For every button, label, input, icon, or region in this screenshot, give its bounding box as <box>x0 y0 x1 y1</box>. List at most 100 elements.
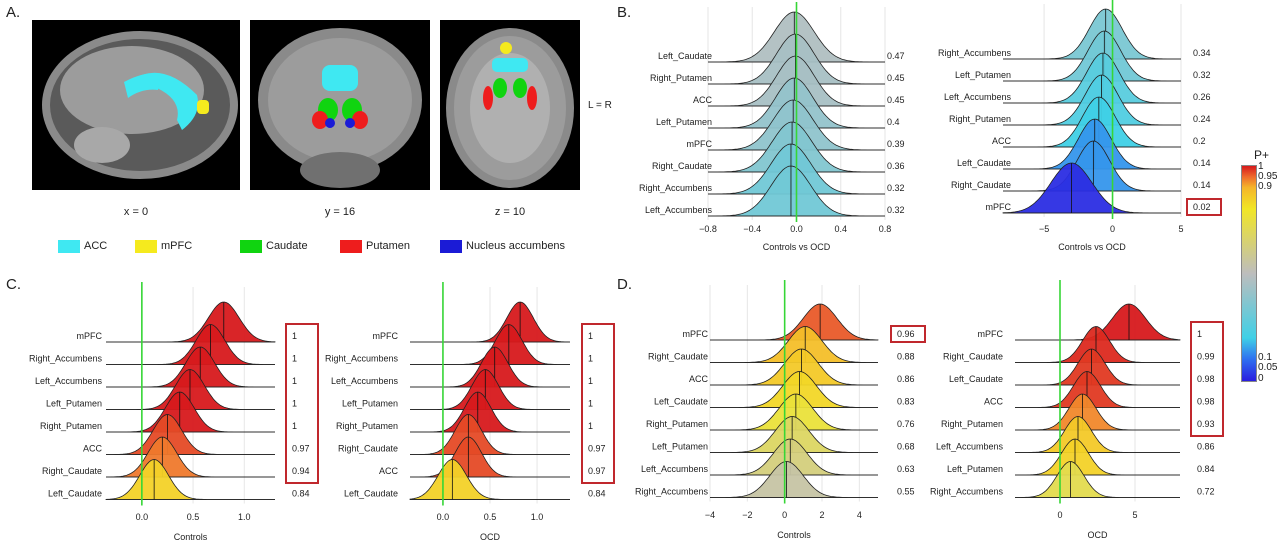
x-tick-label: 0 <box>1057 510 1062 520</box>
legend-label-putamen: Putamen <box>366 240 411 252</box>
p-value-label: 0.86 <box>1197 442 1215 452</box>
p-value-label: 0.39 <box>887 139 905 149</box>
x-tick-label: 1.0 <box>238 512 251 522</box>
p-value-label: 1 <box>292 354 297 364</box>
row-label: ACC <box>984 397 1004 407</box>
p-value-label: 0.84 <box>292 489 310 499</box>
brain-slice-axial <box>440 20 580 190</box>
p-value-group-box <box>581 323 615 484</box>
x-tick-label: 1.0 <box>531 512 544 522</box>
colorbar-tick-bot-2: 0 <box>1258 373 1264 384</box>
row-label: Left_Accumbens <box>645 205 713 215</box>
legend-swatch-mpfc <box>135 240 157 253</box>
brain-slice-sagittal <box>32 20 240 190</box>
p-value-label: 0.32 <box>1193 70 1211 80</box>
panel-label-b: B. <box>617 4 632 21</box>
row-label: Left_Caudate <box>957 158 1011 168</box>
p-value-label: 0.14 <box>1193 158 1211 168</box>
row-label: Right_Caudate <box>42 466 102 476</box>
row-label: Right_Putamen <box>40 421 102 431</box>
row-label: Left_Caudate <box>654 397 708 407</box>
colorbar-title: P+ <box>1254 148 1270 162</box>
row-label: Right_Putamen <box>336 421 398 431</box>
row-label: Left_Accumbens <box>944 92 1012 102</box>
x-tick-label: 0.5 <box>187 512 200 522</box>
x-tick-label: 0.4 <box>834 224 847 234</box>
x-axis-label: Controls <box>777 530 811 540</box>
p-value-label: 0.26 <box>1193 92 1211 102</box>
p-value-label: 1 <box>292 399 297 409</box>
p-value-label: 0.4 <box>887 117 900 127</box>
legend-swatch-acc <box>58 240 80 253</box>
p-value-label: 0.72 <box>1197 487 1215 497</box>
colorbar-tick-top-1: 0.95 <box>1258 171 1278 182</box>
density-ridge <box>410 369 570 410</box>
slice-label-y: y = 16 <box>324 206 356 218</box>
density-ridge <box>1015 348 1180 386</box>
x-tick-label: 0.0 <box>136 512 149 522</box>
x-tick-label: −5 <box>1039 224 1049 234</box>
p-value-label: 0.86 <box>897 374 915 384</box>
density-ridge <box>106 301 276 343</box>
p-value-label: 1 <box>292 376 297 386</box>
row-label: Right_Caudate <box>951 180 1011 190</box>
row-label: Left_Caudate <box>48 489 102 499</box>
x-axis-label: Controls <box>174 532 208 542</box>
panel-label-d: D. <box>617 276 632 293</box>
p-value-label: 1 <box>588 399 593 409</box>
p-value-label: 0.36 <box>887 161 905 171</box>
x-axis-label: OCD <box>480 532 501 542</box>
row-label: Left_Accumbens <box>641 464 709 474</box>
p-value-label: 0.63 <box>897 464 915 474</box>
row-label: Right_Accumbens <box>938 48 1012 58</box>
x-axis-label: Controls vs OCD <box>1058 242 1126 252</box>
row-label: Left_Putamen <box>46 399 102 409</box>
row-label: ACC <box>379 466 399 476</box>
p-value-label: 0.97 <box>588 466 606 476</box>
p-value-label: 0.2 <box>1193 136 1206 146</box>
p-value-label: 0.84 <box>588 489 606 499</box>
row-label: Right_Accumbens <box>639 183 713 193</box>
x-tick-label: −0.8 <box>699 224 717 234</box>
x-axis-label: OCD <box>1088 530 1109 540</box>
p-value-label: 0.97 <box>292 444 310 454</box>
row-label: ACC <box>693 95 713 105</box>
x-tick-label: 2 <box>819 510 824 520</box>
p-value-label: 1 <box>292 331 297 341</box>
row-label: mPFC <box>683 329 709 339</box>
legend-label-accumbens: Nucleus accumbens <box>466 240 566 252</box>
legend-label-mpfc: mPFC <box>161 240 193 252</box>
row-label: mPFC <box>77 331 103 341</box>
p-value-label: 0.98 <box>1197 374 1215 384</box>
row-label: Left_Caudate <box>949 374 1003 384</box>
x-tick-label: 0.0 <box>790 224 803 234</box>
row-label: Left_Putamen <box>342 399 398 409</box>
legend-label-caudate: Caudate <box>266 240 308 252</box>
row-label: Right_Accumbens <box>930 487 1004 497</box>
p-value-label: 0.55 <box>897 487 915 497</box>
p-value-label: 1 <box>1197 329 1202 339</box>
p-value-label: 1 <box>588 421 593 431</box>
colorbar-gradient <box>1241 165 1257 382</box>
coronal-brain-image <box>258 28 422 188</box>
row-label: Right_Caudate <box>338 444 398 454</box>
p-value-label: 1 <box>292 421 297 431</box>
p-value-label: 0.32 <box>887 183 905 193</box>
row-label: mPFC <box>373 331 399 341</box>
row-label: Right_Caudate <box>943 352 1003 362</box>
p-value-label: 0.83 <box>897 397 915 407</box>
row-label: Left_Putamen <box>656 117 712 127</box>
p-value-label: 0.96 <box>897 329 915 339</box>
p-value-label: 0.47 <box>887 51 905 61</box>
row-label: Right_Caudate <box>648 352 708 362</box>
x-tick-label: −2 <box>742 510 752 520</box>
p-value-label: 0.94 <box>292 466 310 476</box>
row-label: Left_Accumbens <box>936 442 1004 452</box>
row-label: Right_Accumbens <box>635 487 709 497</box>
density-ridge <box>710 461 878 498</box>
p-value-label: 0.14 <box>1193 180 1211 190</box>
x-tick-label: 5 <box>1178 224 1183 234</box>
p-value-label: 1 <box>588 376 593 386</box>
